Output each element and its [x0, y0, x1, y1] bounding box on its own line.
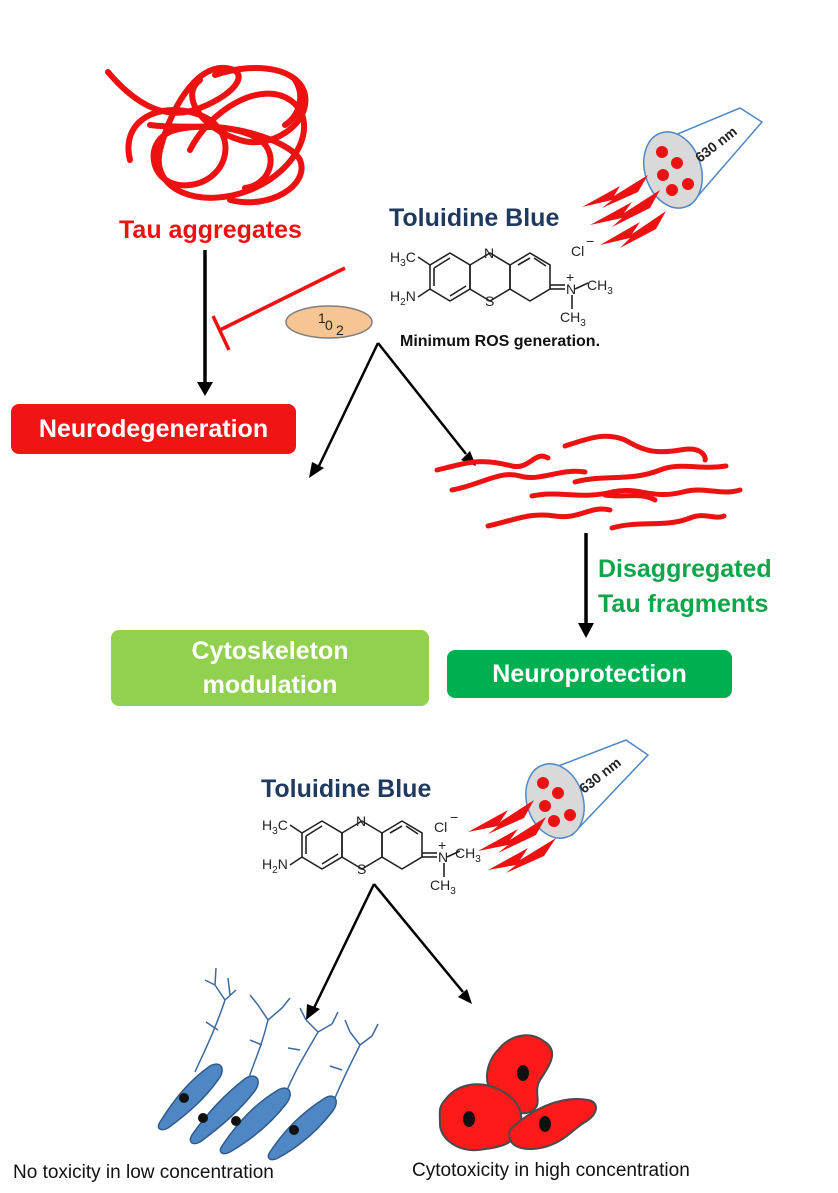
svg-text:CH3: CH3: [430, 877, 456, 897]
neuroprotection-label: Neuroprotection: [492, 660, 687, 688]
svg-text:H3C: H3C: [390, 249, 416, 269]
inhibition-line: [219, 266, 346, 332]
no-toxicity-label: No toxicity in low concentration: [13, 1162, 274, 1183]
light-source-bottom: [525, 739, 650, 839]
neurodegeneration-box: Neurodegeneration: [11, 404, 296, 454]
neurodegeneration-label: Neurodegeneration: [38, 415, 269, 443]
toluidine-blue-title-top: Toluidine Blue: [389, 204, 560, 232]
svg-text:+: +: [566, 269, 574, 285]
disaggregated-line2: Tau fragments: [598, 590, 769, 618]
cytoskeleton-line2: modulation: [202, 671, 338, 699]
svg-text:CH3: CH3: [587, 277, 613, 297]
toluidine-blue-structure-bottom: [289, 820, 461, 877]
svg-text:Cl: Cl: [434, 819, 447, 835]
cytotoxicity-label: Cytotoxicity in high concentration: [412, 1160, 690, 1181]
disaggregated-label: Disaggregated Tau fragments: [598, 552, 772, 622]
arrowhead-to-no-toxicity: [306, 1004, 320, 1020]
toluidine-blue-structure-top: [417, 252, 589, 309]
light-source-top: [643, 107, 764, 209]
svg-text:S: S: [357, 861, 366, 877]
svg-text:+: +: [438, 837, 446, 853]
svg-text:H2N: H2N: [390, 288, 416, 308]
svg-text:CH3: CH3: [560, 309, 586, 329]
svg-text:N: N: [356, 813, 366, 829]
tau-aggregate-tangle: [105, 64, 309, 206]
singlet-oxygen-sub: 2: [336, 322, 344, 338]
toluidine-blue-labels-bottom: H3C H2N N S N + CH3 CH3 Cl −: [262, 809, 481, 897]
toxic-cells: [438, 1034, 597, 1152]
singlet-oxygen-ellipse: [285, 305, 373, 339]
disaggregated-line1: Disaggregated: [598, 555, 772, 583]
tau-fragments: [434, 433, 743, 531]
tau-aggregates-label: Tau aggregates: [119, 216, 302, 244]
svg-text:−: −: [450, 809, 458, 825]
svg-text:CH3: CH3: [455, 845, 481, 865]
neuroprotection-box: Neuroprotection: [447, 650, 732, 698]
singlet-oxygen-base: 0: [325, 317, 333, 333]
arrowhead-tau-to-neurodegeneration: [197, 382, 213, 396]
healthy-cells: [157, 967, 379, 1161]
arrow-ros-to-cytoskeleton: [316, 342, 380, 469]
svg-text:Cl: Cl: [571, 243, 584, 259]
svg-text:S: S: [485, 293, 494, 309]
arrow-ros-to-fragments: [377, 342, 467, 455]
svg-text:−: −: [586, 233, 594, 249]
svg-text:H2N: H2N: [262, 856, 288, 876]
toluidine-blue-labels-top: H3C H2N N S N + CH3 CH3 Cl −: [390, 233, 613, 329]
light-rays-bottom: [468, 800, 556, 873]
arrowhead-to-cytotoxicity: [458, 989, 472, 1004]
min-ros-label: Minimum ROS generation.: [400, 333, 601, 350]
light-rays-top: [582, 175, 666, 248]
singlet-oxygen-sup: 1: [318, 310, 326, 326]
arrowhead-ros-to-cytoskeleton: [309, 462, 324, 478]
svg-text:N: N: [484, 245, 494, 261]
toluidine-blue-title-bottom: Toluidine Blue: [261, 775, 432, 803]
cytoskeleton-box: Cytoskeleton modulation: [111, 630, 429, 706]
svg-text:N: N: [566, 281, 576, 297]
cytoskeleton-line1: Cytoskeleton: [191, 637, 349, 665]
svg-text:H3C: H3C: [262, 817, 288, 837]
arrow-to-no-toxicity: [312, 883, 376, 1009]
arrowhead-fragments-to-neuroprotection: [578, 623, 594, 638]
svg-text:N: N: [438, 849, 448, 865]
inhibition-bar: [211, 315, 231, 351]
arrow-to-cytotoxicity: [373, 883, 464, 993]
